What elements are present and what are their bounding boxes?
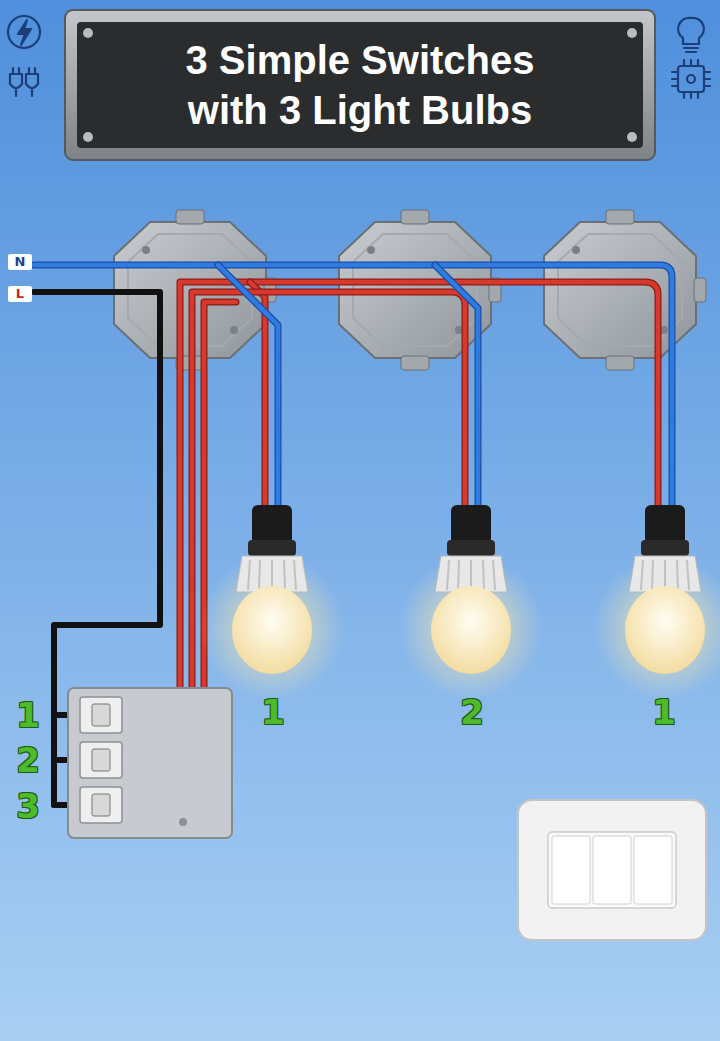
title-text: 3 Simple Switches with 3 Light Bulbs — [140, 35, 580, 135]
callout-number: 3 — [16, 787, 40, 825]
callout-number: 2 — [16, 741, 40, 779]
callout-number: 1 — [652, 693, 676, 731]
terminal-letter: L — [8, 286, 32, 302]
wall-switch-plate — [518, 800, 706, 940]
callout-number: 2 — [460, 693, 484, 731]
terminal-letter: N — [8, 254, 32, 270]
callout-number: 1 — [16, 696, 40, 734]
light-bulbs — [200, 505, 720, 700]
title-plate — [65, 10, 655, 160]
callout-number: 1 — [261, 693, 285, 731]
terminal-tag: NL — [8, 254, 32, 302]
switch-box — [68, 688, 232, 838]
